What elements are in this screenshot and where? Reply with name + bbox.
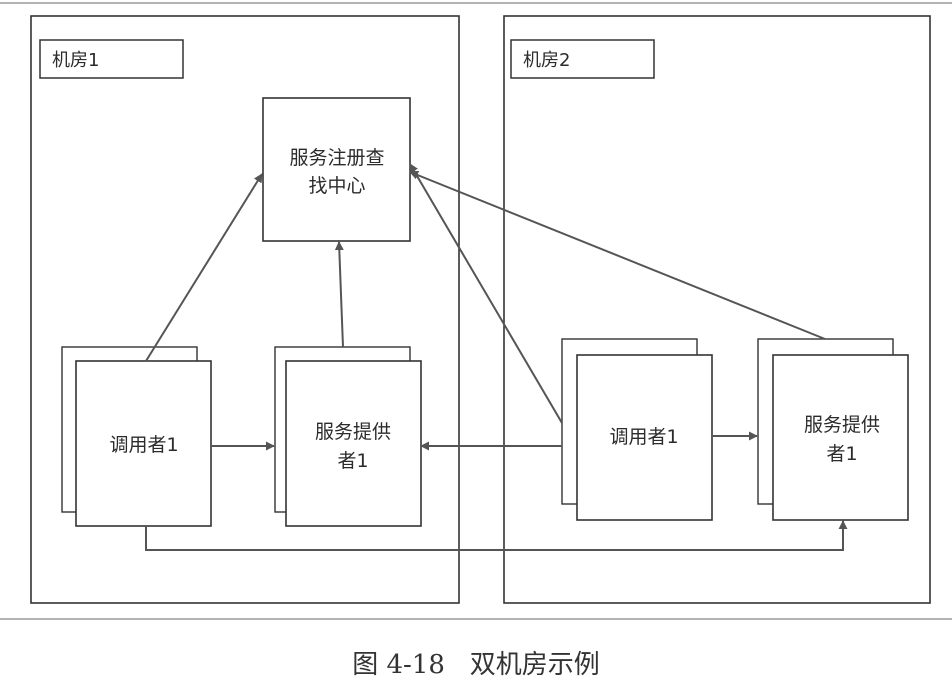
arrow-room1-provider-to-registry (334, 241, 344, 348)
arrow-room2-provider-to-registry (409, 170, 826, 340)
room-2-provider-node: 服务提供 者1 (757, 338, 909, 521)
room-2-label: 机房2 (523, 50, 570, 71)
room-2-label-box (510, 39, 655, 79)
room-2-container: 机房2 (503, 15, 931, 604)
registry-box (262, 97, 411, 242)
room-1-label: 机房1 (52, 50, 99, 71)
room-2-caller-box (576, 354, 713, 521)
room-2-provider-label-line-1: 服务提供 (804, 414, 880, 436)
arrow-room1-caller-to-registry (145, 173, 263, 362)
room-1-provider-box (285, 360, 422, 527)
room-1-provider-label-line-2: 者1 (337, 450, 368, 472)
room-1-provider-node: 服务提供 者1 (274, 346, 422, 527)
room-1-caller-node: 调用者1 (61, 346, 212, 527)
arrow-room1-caller-to-room2-provider (145, 520, 848, 551)
registry-label-line-1: 服务注册查 (289, 147, 384, 169)
room-2-provider-box (772, 354, 909, 521)
room-2-caller-node: 调用者1 (561, 338, 713, 521)
room-2-caller-label: 调用者1 (609, 426, 678, 448)
figure-caption: 图 4-18 双机房示例 (352, 650, 599, 680)
room-2-border (503, 15, 931, 604)
room-1-label-box (39, 39, 184, 79)
room-2-provider-label-line-2: 者1 (826, 443, 857, 465)
room-1-caller-box (75, 360, 212, 527)
room-1-border (30, 15, 460, 604)
room-1-provider-label-line-1: 服务提供 (315, 421, 391, 443)
arrow-room2-caller-to-registry (409, 163, 563, 424)
registry-node: 服务注册查 找中心 (262, 97, 411, 242)
registry-label-line-2: 找中心 (308, 175, 365, 197)
room-1-container: 机房1 (30, 15, 460, 604)
connections (145, 163, 848, 551)
room-1-caller-label: 调用者1 (109, 434, 178, 456)
